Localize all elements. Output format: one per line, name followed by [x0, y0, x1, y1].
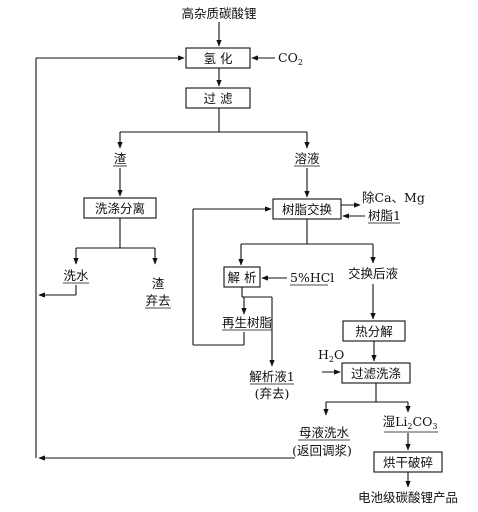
wet-li2co3-label: 湿Li2CO3 [383, 414, 438, 431]
residue2-label: 渣 [152, 276, 165, 291]
dry-crush-label: 烘干破碎 [383, 455, 433, 470]
discard-label: 弃去 [145, 293, 170, 308]
remove-ca-mg-label: 除Ca、Mg [362, 190, 425, 205]
resin1-label: 树脂1 [368, 208, 401, 223]
residue-label: 渣 [114, 151, 127, 166]
wash-water-label: 洗水 [63, 268, 89, 283]
title-raw-material: 高杂质碳酸锂 [181, 6, 256, 21]
filter-box [185, 87, 251, 109]
post-exchange-label: 交换后液 [348, 266, 399, 281]
filter-wash-label: 过滤洗涤 [351, 366, 401, 381]
product-label: 电池级碳酸锂产品 [358, 490, 458, 505]
hcl-label: 5%HCl [290, 270, 334, 285]
co2-label: CO2 [278, 50, 303, 67]
desorption-label: 解 析 [228, 270, 257, 285]
return-slurry-label: (返回调浆) [292, 443, 352, 458]
h2o-label: H2O [318, 347, 344, 364]
resin-exchange-label: 树脂交换 [282, 202, 333, 217]
regen-resin-label: 再生树脂 [222, 315, 272, 330]
solution-label: 溶液 [294, 151, 320, 166]
desorb-discard-label: (弃去) [255, 386, 290, 401]
hydrogenation-box [185, 47, 251, 69]
filter-label: 过 滤 [204, 91, 233, 106]
desorb-liquid-label: 解析液1 [249, 369, 294, 384]
thermal-decomp-label: 热分解 [355, 324, 393, 339]
hydrogenation-label: 氢 化 [204, 51, 233, 66]
wash-separate-label: 洗涤分离 [95, 201, 145, 216]
mother-liquor-label: 母液洗水 [299, 425, 350, 440]
